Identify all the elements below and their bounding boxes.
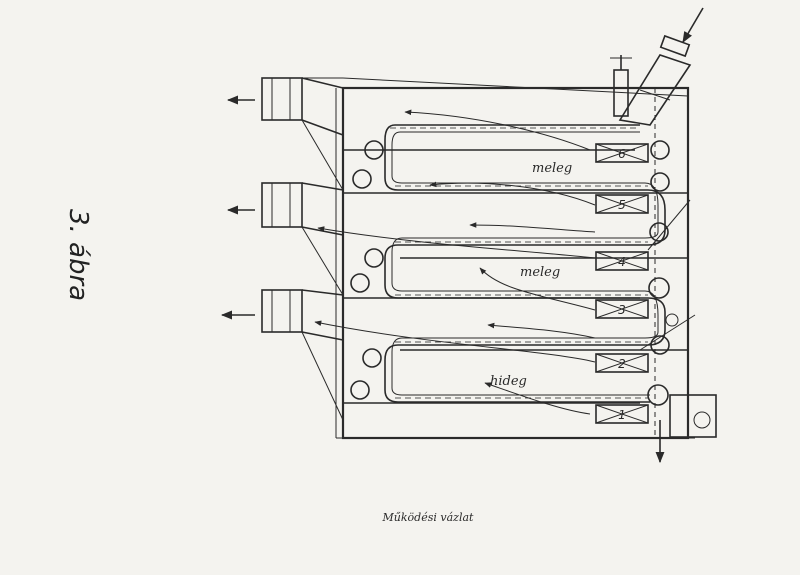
outlet-arrows bbox=[220, 95, 255, 320]
heater-units: 6 5 4 3 2 1 bbox=[595, 143, 649, 424]
zone-label: hideg bbox=[490, 374, 527, 389]
conveyor-path bbox=[384, 124, 666, 403]
heater-5: 5 bbox=[595, 194, 649, 214]
rollers bbox=[350, 140, 711, 429]
heater-2: 2 bbox=[595, 353, 649, 373]
drive-unit bbox=[639, 199, 717, 464]
feed-chute bbox=[610, 7, 704, 126]
unit-number: 1 bbox=[618, 408, 626, 422]
heater-4: 4 bbox=[595, 251, 649, 271]
zone-label: meleg bbox=[520, 265, 560, 280]
unit-number: 3 bbox=[618, 303, 626, 317]
unit-number: 2 bbox=[618, 357, 626, 371]
heater-6: 6 bbox=[595, 143, 649, 163]
zone-label: meleg bbox=[532, 161, 572, 176]
unit-number: 4 bbox=[618, 255, 626, 269]
airflow-arrows bbox=[314, 109, 596, 415]
heater-1: 1 bbox=[595, 404, 649, 424]
heater-3: 3 bbox=[595, 299, 649, 319]
unit-number: 5 bbox=[618, 198, 626, 212]
caption: Működési vázlat bbox=[382, 511, 474, 524]
unit-number: 6 bbox=[618, 147, 626, 161]
housing bbox=[335, 86, 695, 440]
figure-title: 3. ábra bbox=[63, 209, 93, 301]
shelves bbox=[343, 149, 688, 404]
